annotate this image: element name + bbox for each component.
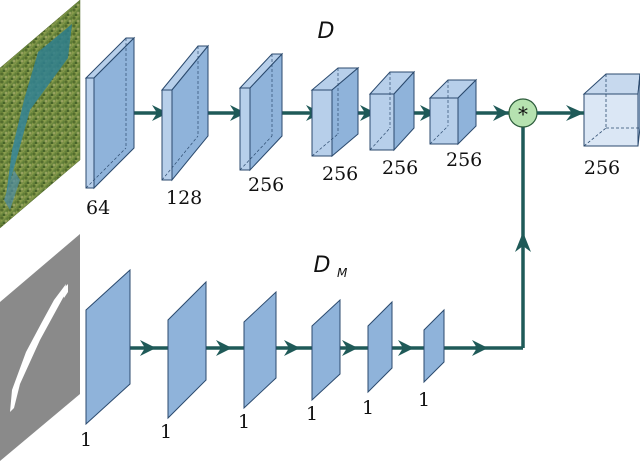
bottom-layer-6 [423, 308, 445, 384]
bottom-branch-layers [85, 268, 445, 426]
bottom-arrowhead-5 [398, 340, 414, 356]
bottom-arrowhead-3 [284, 340, 300, 356]
bottom-branch-labels: 1 1 1 1 1 1 [80, 389, 430, 451]
layer-front-face [85, 77, 95, 189]
mask-to-merge-connector [475, 126, 531, 350]
bottom-layer-label-4: 1 [306, 403, 318, 425]
output-label: 256 [584, 157, 620, 179]
layer-side-face [457, 78, 477, 146]
layer-side-face [93, 36, 135, 190]
layer-hidden-edge [239, 135, 273, 171]
top-arrowhead-1 [152, 105, 168, 121]
layer-side-face [331, 66, 359, 158]
top-branch-layers [84, 36, 478, 190]
bottom-branch-title-main: D [314, 253, 331, 278]
layer-front-face [311, 89, 333, 157]
top-layer-6 [428, 78, 478, 146]
layer-side-face [393, 70, 415, 152]
bottom-layer-label-6: 1 [418, 389, 430, 411]
river-segment [6, 24, 72, 196]
top-layer-label-2: 128 [166, 187, 202, 209]
bottom-layer-label-1: 1 [80, 429, 92, 451]
top-layer-5 [368, 70, 416, 152]
bottom-branch-title-subscript: M [337, 266, 348, 280]
merge-node: * [508, 98, 538, 128]
input-image [0, 0, 81, 229]
layer-front-face [239, 87, 251, 171]
top-layer-1 [84, 36, 136, 190]
bottom-layer-label-5: 1 [362, 397, 374, 419]
top-layer-label-6: 256 [446, 149, 482, 171]
top-arrowhead-4 [360, 105, 376, 121]
top-layer-3 [238, 52, 284, 172]
bottom-layer-label-2: 1 [160, 421, 172, 443]
bottom-arrowhead-2 [216, 340, 232, 356]
top-layer-label-5: 256 [382, 157, 418, 179]
top-layer-label-1: 64 [86, 197, 110, 219]
top-layer-2 [160, 44, 210, 182]
bottom-arrowhead-4 [342, 340, 358, 356]
layer-hidden-edge [429, 125, 449, 145]
layer-front-face [429, 97, 459, 145]
up-arrowhead [515, 232, 531, 252]
layer-hidden-edge [161, 135, 199, 181]
bottom-layer-5 [367, 300, 393, 394]
layer-side-face [171, 44, 209, 182]
mask-shape [10, 284, 66, 412]
top-layer-label-4: 256 [322, 163, 358, 185]
top-arrowhead-5 [420, 105, 436, 121]
layer-hidden-edge [85, 147, 127, 189]
bottom-arrowhead-1 [140, 340, 156, 356]
layer-front-face [161, 89, 173, 181]
top-arrowhead-2 [230, 105, 246, 121]
layer-hidden-edge [311, 133, 339, 157]
top-layer-4 [310, 66, 360, 158]
merge-operator: * [518, 102, 528, 126]
bottom-layer-3 [243, 290, 277, 410]
layer-front-face [369, 93, 395, 151]
top-branch-labels: 64 128 256 256 256 256 [86, 149, 482, 219]
top-branch-title: D [318, 19, 335, 44]
input-mask [0, 234, 80, 461]
bottom-layer-1 [85, 268, 131, 426]
output-cube: 256 [582, 73, 640, 179]
top-layer-label-3: 256 [248, 174, 284, 196]
layer-side-face [249, 52, 283, 172]
bottom-branch-title: D M [314, 253, 348, 280]
merge-to-output-arrow [537, 105, 584, 121]
bottom-layer-label-3: 1 [238, 411, 250, 433]
bottom-layer-4 [311, 298, 341, 402]
top-arrowhead-6 [493, 105, 509, 121]
bottom-layer-2 [167, 280, 207, 420]
